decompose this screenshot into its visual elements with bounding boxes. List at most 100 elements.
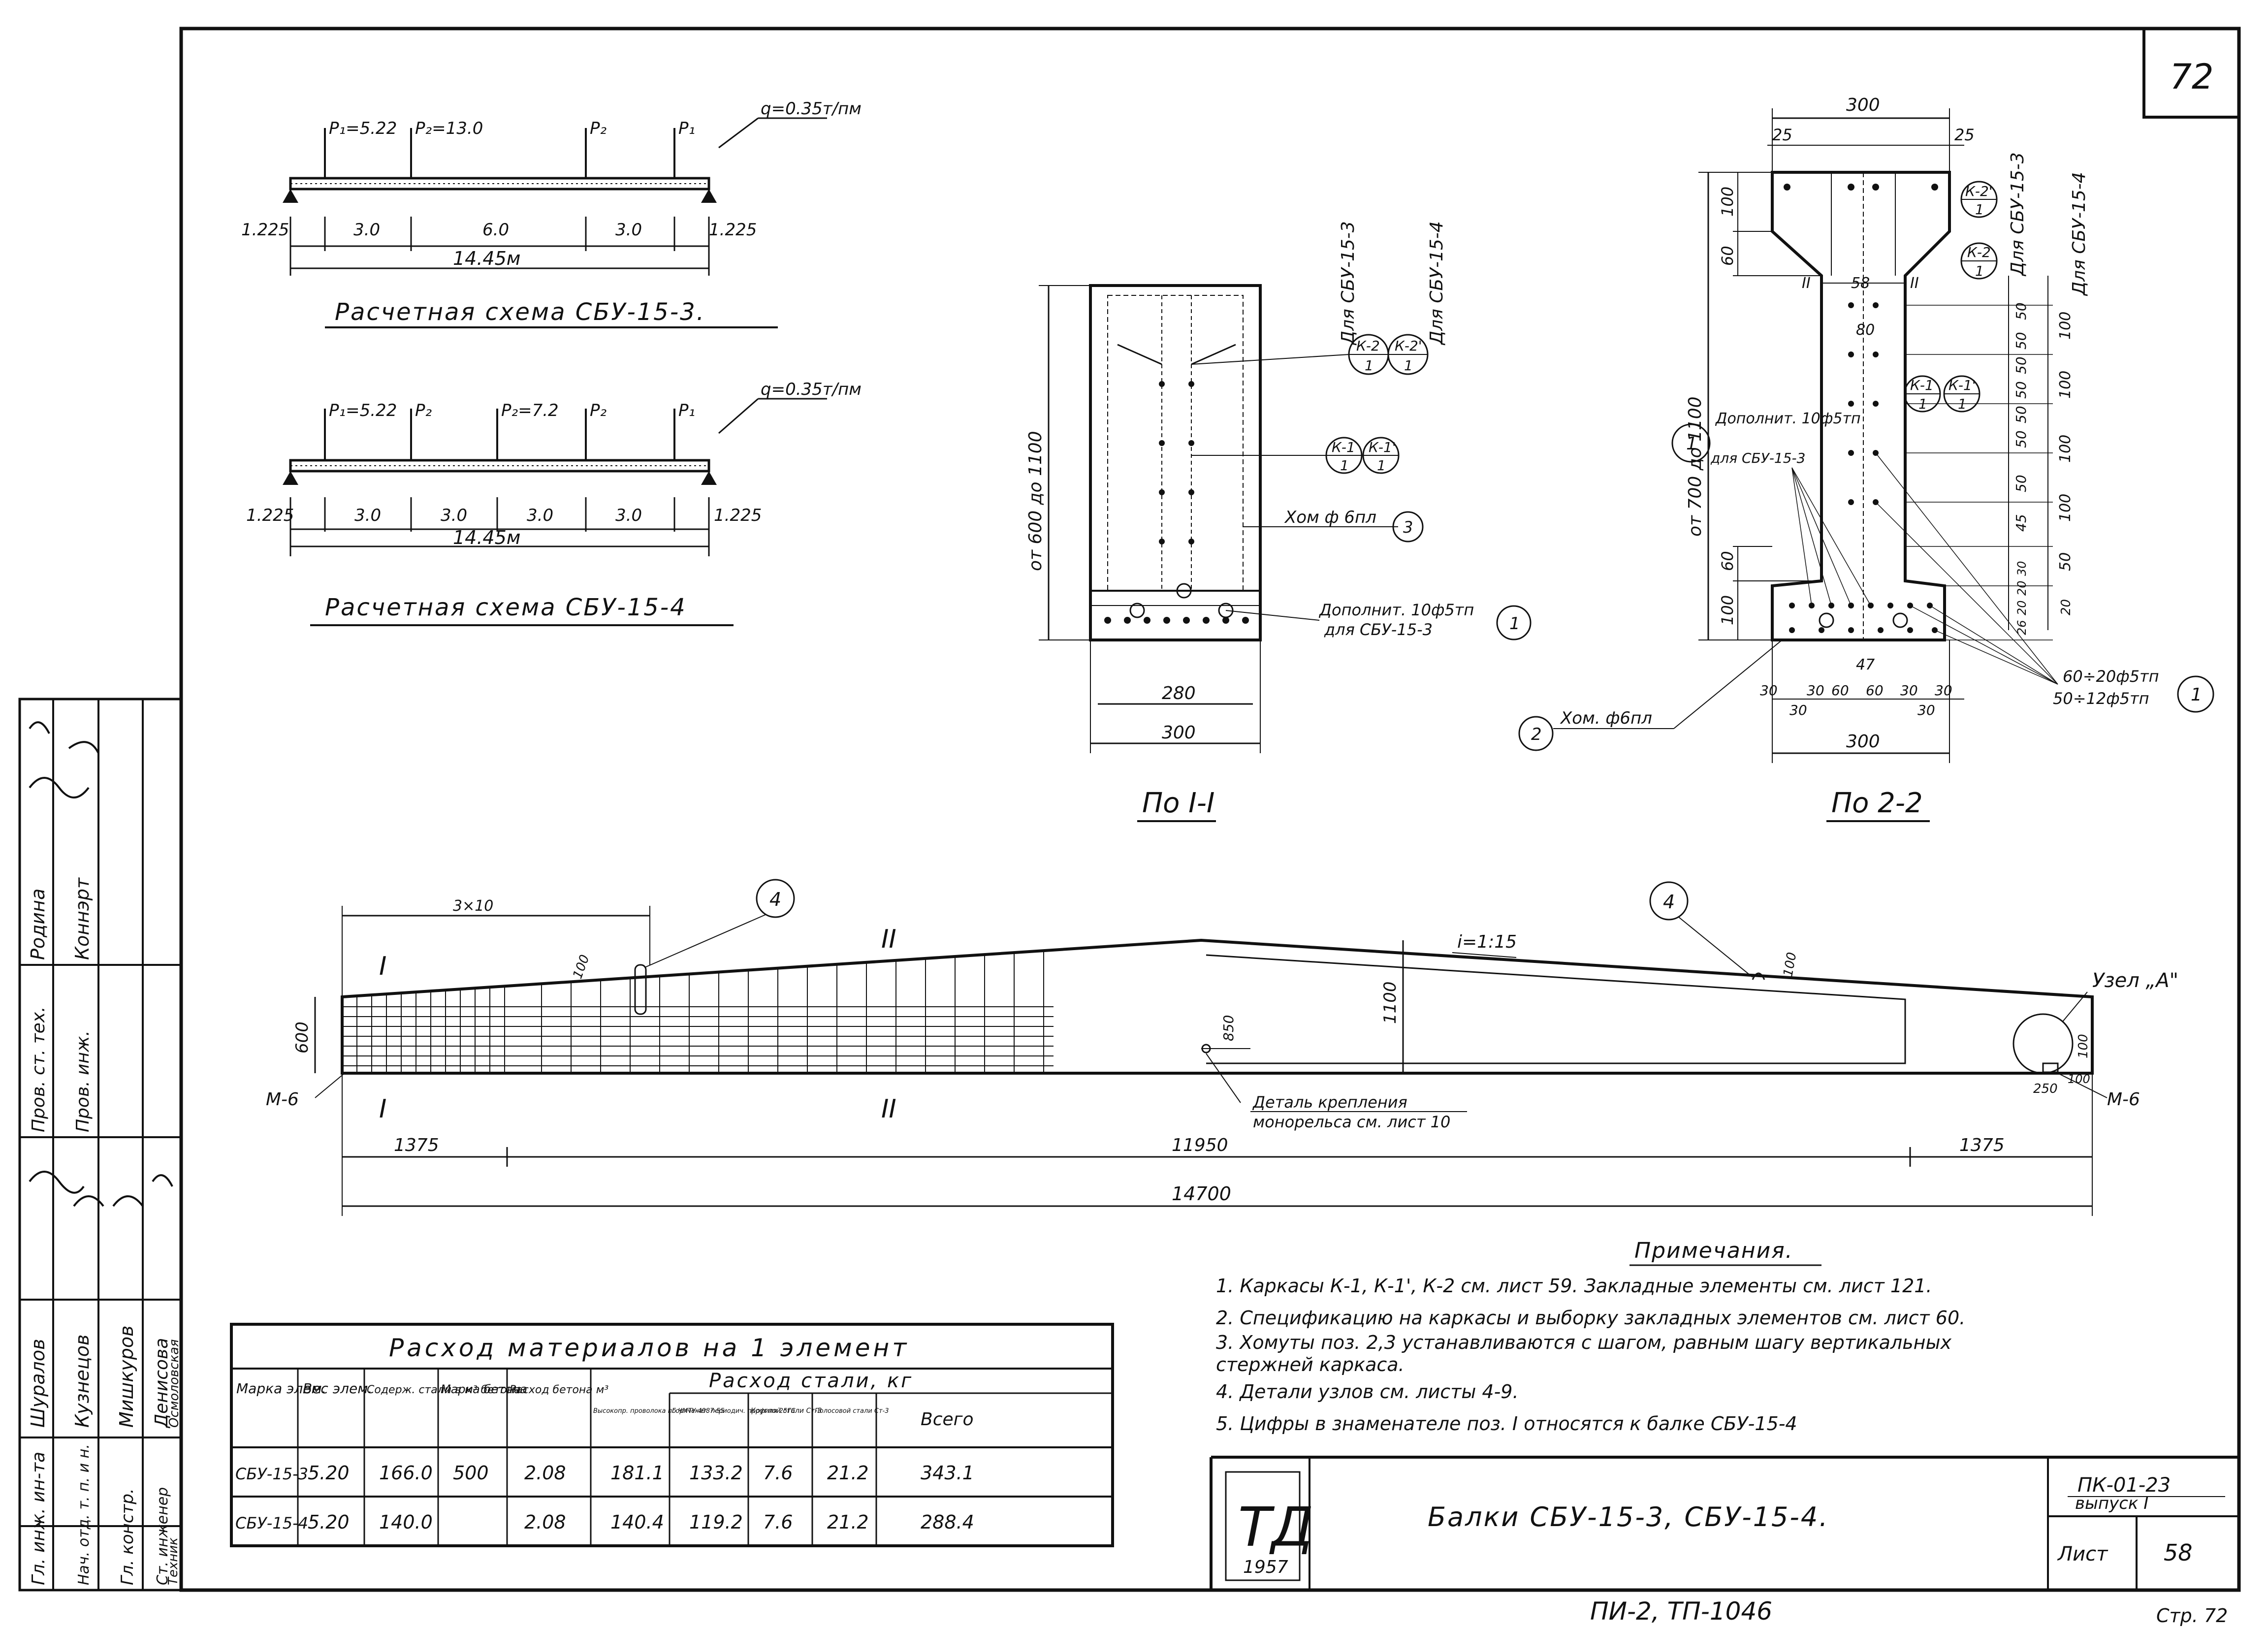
stamp-name-1: Шуралов xyxy=(27,1339,49,1428)
s22-for-a: Для СБУ-15-3 xyxy=(2008,152,2028,277)
s22-k1: К-1 xyxy=(1910,377,1934,393)
s11-stirrup: Хом ф 6пл xyxy=(1284,508,1376,527)
title-block: ТД 1957 Балки СБУ-15-3, СБУ-15-4. ПК-01-… xyxy=(1210,1456,2239,1627)
stamp-name-5: Осмоловская xyxy=(167,1339,182,1428)
s22-r2-5: 20 xyxy=(2059,599,2074,615)
s22-bd-3: 60 xyxy=(1866,682,1884,699)
s11-k2: К-2 xyxy=(1356,338,1380,354)
s1-q: q=0.35т/пм xyxy=(761,99,862,119)
beam-node: Узел „А" xyxy=(2092,969,2178,992)
s11-height: от 600 до 1100 xyxy=(1025,431,1046,571)
s11-extra-for: для СБУ-15-3 xyxy=(1324,620,1433,639)
s2-span-2: 3.0 xyxy=(441,506,467,525)
s2-span-3: 3.0 xyxy=(527,506,553,525)
s22-d47: 47 xyxy=(1856,656,1875,673)
beam-d100c: 100 xyxy=(2076,1034,2091,1058)
s11-k1p: К-1' xyxy=(1369,439,1396,455)
materials-table: Расход материалов на 1 элемент Марка эле… xyxy=(230,1323,1114,1547)
table-h-4: Расход бетона м³ xyxy=(510,1384,608,1396)
s22-leader-lines xyxy=(1791,452,2058,685)
s22-r-6: 50 xyxy=(2013,475,2029,492)
s1-p1: P₁=5.22 xyxy=(329,119,397,138)
s2-q: q=0.35т/пм xyxy=(761,380,862,399)
stamp-name-3: Мишкуров xyxy=(116,1326,137,1428)
s11-k1p-one: 1 xyxy=(1377,457,1386,474)
s22-r-1: 50 xyxy=(2013,332,2029,350)
r1-c4: 2.08 xyxy=(524,1462,566,1484)
s22-bd-2: 60 xyxy=(1831,682,1849,699)
r2-c9: 288.4 xyxy=(921,1511,974,1533)
scheme-1: P₁=5.22 P₂=13.0 P₂ P₁ q=0.35т/пм 1.225 3… xyxy=(241,99,862,328)
r2-c8: 21.2 xyxy=(827,1511,869,1533)
s2-p1b: P₁ xyxy=(678,401,695,420)
table-s-4: Всего xyxy=(921,1409,974,1430)
left-stamp: Гл. инж. ин-та Нач. отд. т. п. и н. Гл. … xyxy=(18,698,183,1592)
s22-bd2-1: 30 xyxy=(1917,702,1935,718)
s22-caption: По 2-2 xyxy=(1831,787,1923,819)
table-h-0: Марка элем. xyxy=(236,1380,326,1397)
s22-r-3: 50 xyxy=(2013,381,2029,399)
r1-c1: 5.20 xyxy=(308,1462,350,1484)
s2-p1: P₁=5.22 xyxy=(329,401,397,420)
s22-extra: Дополнит. 10ф5тп xyxy=(1715,410,1861,427)
beam-d850: 850 xyxy=(1220,1015,1237,1041)
s2-span-1: 3.0 xyxy=(354,506,381,525)
s22-extra-no: 1 xyxy=(1686,434,1697,454)
note-1: 1. Каркасы К-1, К-1', К-2 см. лист 59. З… xyxy=(1216,1275,1932,1297)
s11-caption: По I-I xyxy=(1142,787,1214,819)
s1-p1b: P₁ xyxy=(678,119,695,138)
s2-p2c: P₂=7.2 xyxy=(501,401,559,420)
notes: Примечания. 1. Каркасы К-1, К-1', К-2 см… xyxy=(1216,1238,1965,1435)
stamp-role-4: Ст. инженер xyxy=(154,1487,171,1585)
note-5: 5. Цифры в знаменателе поз. I относятся … xyxy=(1216,1413,1797,1435)
s22-k2: К-2 xyxy=(1967,244,1991,260)
s1-span-3: 3.0 xyxy=(615,220,642,240)
beam-d100a: 100 xyxy=(570,953,592,981)
stamp-name-4: Денисова xyxy=(152,1338,172,1429)
s11-width-outer: 300 xyxy=(1162,723,1196,743)
notes-title: Примечания. xyxy=(1634,1238,1793,1263)
s22-bars-no: 1 xyxy=(2191,685,2202,705)
s22-r-2: 50 xyxy=(2013,356,2029,374)
s11-k2p: К-2' xyxy=(1395,338,1422,354)
s22-bars1: 60÷20ф5тп xyxy=(2063,667,2159,686)
r1-c9: 343.1 xyxy=(921,1462,974,1484)
s1-span-1: 3.0 xyxy=(353,220,380,240)
s22-r-9: 20 xyxy=(2015,580,2029,596)
s2-p2: P₂ xyxy=(415,401,432,420)
beam-mark4-right: 4 xyxy=(1663,891,1675,913)
r2-c7: 7.6 xyxy=(763,1511,793,1533)
s22-d80: 80 xyxy=(1856,321,1875,339)
beam-detail2: монорельса см. лист 10 xyxy=(1253,1113,1450,1131)
table-row-2: СБУ-15-4 5.20 140.0 2.08 140.4 119.2 7.6… xyxy=(235,1511,974,1533)
s22-d25b: 25 xyxy=(1954,126,1975,144)
s22-for-b: Для СБУ-15-4 xyxy=(2069,172,2089,296)
s22-r2-4: 50 xyxy=(2057,552,2074,571)
sheet-no: 58 xyxy=(2164,1539,2193,1566)
note-2: 2. Спецификацию на каркасы и выборку зак… xyxy=(1216,1307,1965,1329)
s22-k2-one: 1 xyxy=(1975,263,1984,279)
s22-mark-ii-left: II xyxy=(1802,275,1811,292)
beam-m6-left: М-6 xyxy=(266,1089,299,1110)
beam-mark-ii-top: II xyxy=(881,925,896,954)
s1-p2b: P₂ xyxy=(590,119,607,138)
table-s-3: Полосовой стали Ст-3 xyxy=(815,1407,889,1415)
beam-top-dim: 3×10 xyxy=(453,897,493,915)
r2-c1: 5.20 xyxy=(308,1511,350,1533)
s22-k1-one: 1 xyxy=(1918,396,1927,412)
s22-r2-2: 100 xyxy=(2057,435,2074,463)
s22-r-8: 30 xyxy=(2015,561,2029,576)
table-h-3: Марка бетона xyxy=(441,1382,527,1396)
r1-c5: 181.1 xyxy=(610,1462,664,1484)
s2-span-0: 1.225 xyxy=(246,506,294,525)
signature-scribbles xyxy=(29,721,173,1207)
stamp-role-5: Техник xyxy=(166,1537,181,1585)
r2-c4: 2.08 xyxy=(524,1511,566,1533)
beam-h1100: 1100 xyxy=(1380,981,1400,1024)
scheme-2: P₁=5.22 P₂ P₂=7.2 P₂ P₁ q=0.35т/пм 1.225… xyxy=(246,380,862,626)
note-3: 3. Хомуты поз. 2,3 устанавливаются с шаг… xyxy=(1216,1332,1951,1353)
s1-span-4: 1.225 xyxy=(709,220,757,240)
beam-mark-ii-bottom: II xyxy=(881,1094,896,1124)
r2-c5: 140.4 xyxy=(610,1511,664,1533)
